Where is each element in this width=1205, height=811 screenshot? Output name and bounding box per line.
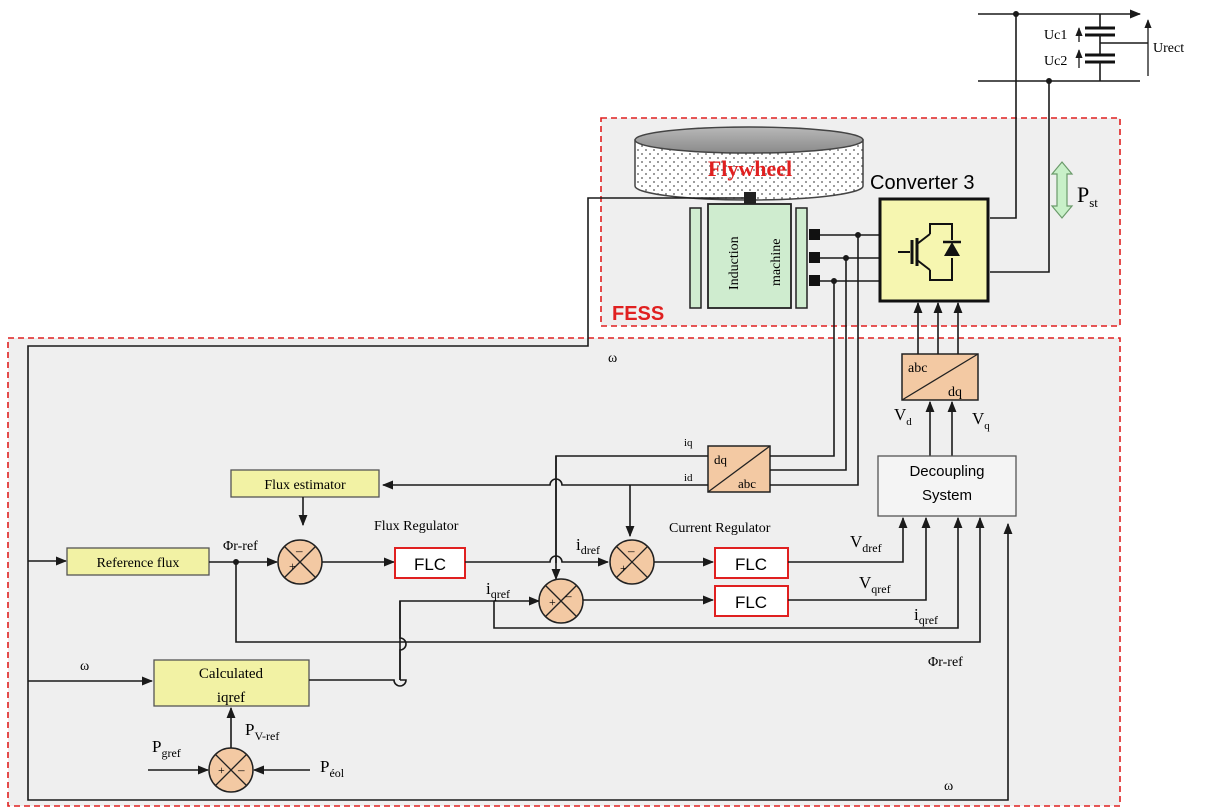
- induction-machine: Induction machine: [689, 203, 820, 309]
- svg-text:iqref: iqref: [486, 579, 510, 601]
- svg-text:FLC: FLC: [414, 555, 446, 574]
- current-q-summing-junction: + –: [538, 578, 584, 624]
- flc-current-q: FLC: [714, 585, 789, 617]
- current-d-summing-junction: + –: [609, 539, 655, 585]
- svg-text:ω: ω: [608, 351, 617, 366]
- power-flow-arrow: Pst: [1050, 161, 1098, 219]
- urect-label: Urect: [1153, 41, 1184, 56]
- converter-label: Converter 3: [870, 172, 975, 194]
- flywheel-label: Flywheel: [708, 156, 792, 181]
- flywheel: Flywheel: [634, 126, 864, 204]
- svg-text:–: –: [627, 543, 635, 558]
- svg-text:dq: dq: [714, 452, 728, 467]
- svg-text:–: –: [237, 762, 245, 777]
- svg-text:abc: abc: [908, 361, 927, 376]
- svg-text:idref: idref: [576, 535, 600, 557]
- svg-text:System: System: [922, 487, 972, 504]
- svg-text:Decoupling: Decoupling: [909, 463, 984, 480]
- svg-text:id: id: [684, 472, 693, 484]
- svg-text:iqref: iqref: [217, 690, 245, 706]
- svg-text:ω: ω: [80, 659, 89, 674]
- flc-current-d: FLC: [714, 547, 789, 579]
- decoupling-system: Decoupling System: [877, 455, 1017, 517]
- abc-dq-transform: abc dq: [901, 353, 979, 401]
- svg-text:+: +: [218, 763, 225, 777]
- svg-text:Reference flux: Reference flux: [97, 556, 180, 571]
- svg-text:+: +: [549, 595, 556, 609]
- svg-text:Vdref: Vdref: [850, 532, 882, 555]
- svg-text:FLC: FLC: [735, 593, 767, 612]
- svg-text:Φr-ref: Φr-ref: [928, 655, 963, 670]
- calculated-iqref-block: Calculated iqref: [153, 659, 310, 707]
- fess-label: FESS: [612, 303, 664, 325]
- svg-text:Pst: Pst: [1077, 182, 1098, 210]
- current-regulator-label: Current Regulator: [669, 521, 771, 536]
- svg-text:Péol: Péol: [320, 757, 345, 780]
- svg-text:Flux estimator: Flux estimator: [264, 478, 346, 493]
- flux-regulator-label: Flux Regulator: [374, 519, 459, 534]
- flc-flux: FLC: [394, 547, 466, 579]
- svg-text:+: +: [620, 561, 627, 575]
- svg-text:–: –: [295, 543, 303, 558]
- igbt-icon: [898, 223, 961, 281]
- svg-text:–: –: [564, 588, 572, 603]
- flux-estimator: Flux estimator: [230, 469, 380, 498]
- power-summing-junction: + –: [208, 747, 254, 793]
- svg-text:abc: abc: [738, 476, 756, 491]
- reference-flux-block: Reference flux: [66, 547, 210, 576]
- svg-text:iqref: iqref: [914, 605, 938, 627]
- uc1-label: Uc1: [1044, 28, 1067, 43]
- svg-text:Vd: Vd: [894, 405, 912, 428]
- dc-link: Uc1 Uc2 Urect: [978, 9, 1184, 84]
- svg-text:dq: dq: [948, 385, 962, 400]
- svg-text:Φr-ref: Φr-ref: [223, 539, 258, 554]
- svg-text:ω: ω: [944, 779, 953, 794]
- uc2-label: Uc2: [1044, 54, 1067, 69]
- svg-text:FLC: FLC: [735, 555, 767, 574]
- svg-text:PV-ref: PV-ref: [245, 720, 279, 743]
- svg-text:Vq: Vq: [972, 409, 990, 432]
- machine-label-2: machine: [769, 239, 784, 286]
- svg-text:Pgref: Pgref: [152, 737, 181, 760]
- machine-label-1: Induction: [727, 236, 742, 290]
- dq-abc-transform: dq abc: [707, 445, 771, 493]
- svg-text:Calculated: Calculated: [199, 666, 264, 682]
- svg-text:Vqref: Vqref: [859, 573, 891, 596]
- flux-summing-junction: + –: [277, 539, 323, 585]
- svg-text:+: +: [289, 559, 296, 573]
- svg-text:iq: iq: [684, 437, 693, 449]
- converter-3: Converter 3: [870, 172, 990, 303]
